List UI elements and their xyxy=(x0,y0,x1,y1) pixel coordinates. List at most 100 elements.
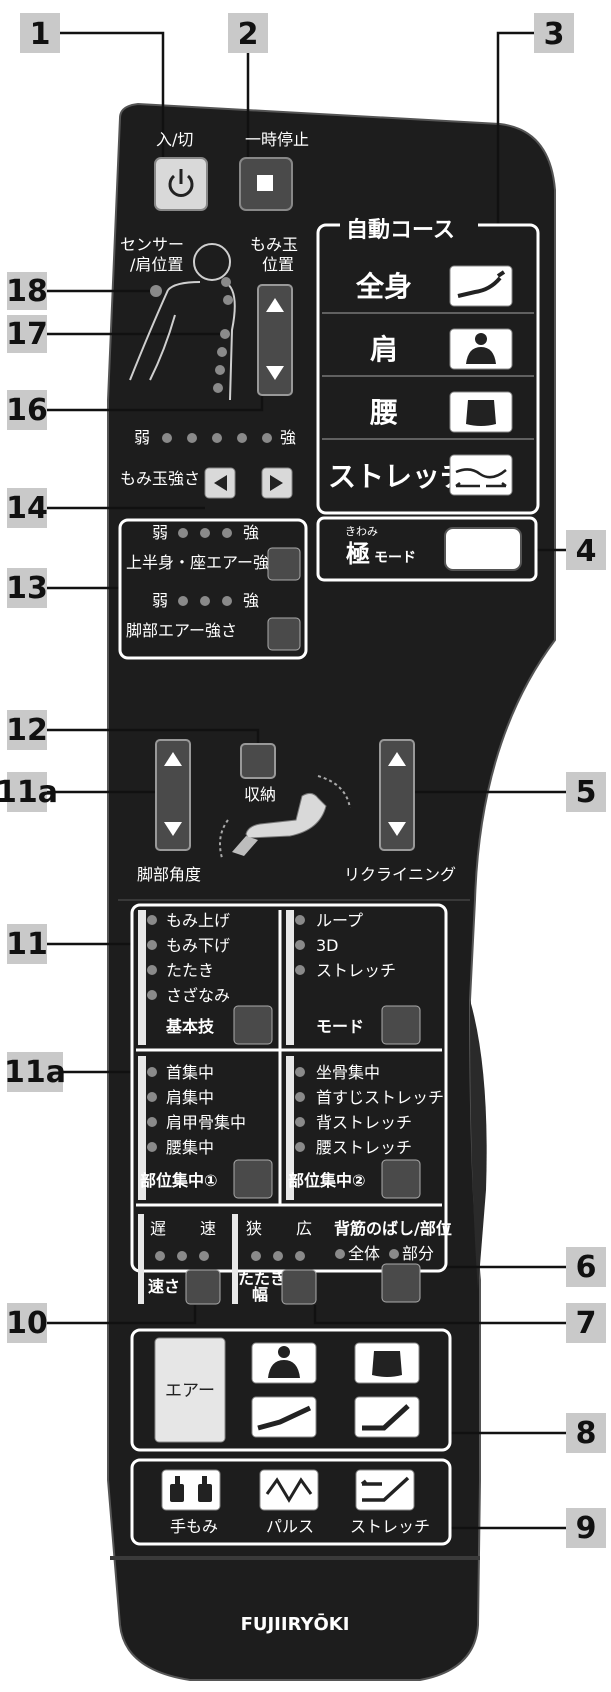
svg-text:ストレッチ: ストレッチ xyxy=(316,961,396,980)
massage-chair-icon xyxy=(219,775,351,859)
leg-angle-buttons[interactable] xyxy=(155,739,191,851)
air-button[interactable]: エアー xyxy=(154,1337,226,1443)
pulse-button[interactable] xyxy=(259,1469,319,1511)
storage-label: 収納 xyxy=(244,785,276,804)
focus1-button[interactable] xyxy=(233,1159,273,1199)
back-stretch-section: 背筋のばし/部位 全体 部分 xyxy=(334,1219,452,1263)
reclining-label: リクライニング xyxy=(344,865,456,884)
storage-button[interactable] xyxy=(240,743,276,779)
hand-massage-label: 手もみ xyxy=(170,1517,218,1536)
air-arm-button[interactable] xyxy=(251,1396,317,1438)
svg-text:首集中: 首集中 xyxy=(166,1063,214,1082)
width-section: 狭 広 たたき 幅 xyxy=(232,1214,312,1304)
svg-text:背筋のばし/部位: 背筋のばし/部位 xyxy=(334,1219,452,1238)
course-full-body-button[interactable] xyxy=(449,265,513,307)
roller-position-leds xyxy=(213,277,233,393)
callout-15: 14 xyxy=(6,488,205,528)
power-button[interactable] xyxy=(154,157,208,211)
svg-text:部位集中①: 部位集中① xyxy=(140,1171,218,1190)
course-stretch-button[interactable] xyxy=(449,454,513,496)
reclining-body-icon xyxy=(457,270,506,298)
svg-text:10: 10 xyxy=(6,1306,48,1341)
mode-list: ループ 3D ストレッチ モード xyxy=(295,911,396,1036)
air-hips-button[interactable] xyxy=(354,1342,420,1384)
svg-text:さざなみ: さざなみ xyxy=(166,986,230,1005)
callout-7: 7 xyxy=(313,1303,606,1343)
leg-air-button[interactable] xyxy=(267,617,301,651)
svg-text:腰ストレッチ: 腰ストレッチ xyxy=(316,1138,412,1157)
hand-massage-button[interactable] xyxy=(161,1469,221,1511)
svg-text:腰集中: 腰集中 xyxy=(166,1138,214,1157)
svg-text:5: 5 xyxy=(576,775,597,810)
strength-up-button[interactable] xyxy=(261,467,293,499)
svg-text:エアー: エアー xyxy=(165,1381,215,1401)
brand-logo: FUJIIRYŌKI xyxy=(241,1613,350,1635)
air-leg-button[interactable] xyxy=(354,1396,420,1438)
width-button[interactable] xyxy=(281,1269,317,1305)
kiwami-mode-button[interactable] xyxy=(444,527,522,571)
kiwami-kanji: 極 xyxy=(346,540,370,568)
callout-5: 5 xyxy=(410,772,606,812)
svg-text:基本技: 基本技 xyxy=(165,1017,215,1036)
sensor-led xyxy=(150,285,162,297)
callout-11: 11 xyxy=(6,924,135,964)
course-label-koshi: 腰 xyxy=(369,396,398,429)
callout-12: 11a xyxy=(0,772,162,812)
callout-9: 9 xyxy=(450,1508,606,1548)
auto-course-title: 自動コース xyxy=(346,217,455,243)
remote-side-shade xyxy=(470,1000,487,1290)
roller-position-buttons[interactable] xyxy=(257,284,293,396)
svg-text:背ストレッチ: 背ストレッチ xyxy=(316,1113,412,1132)
svg-text:部位集中②: 部位集中② xyxy=(288,1171,366,1190)
basic-technique-button[interactable] xyxy=(233,1005,273,1045)
svg-text:8: 8 xyxy=(576,1416,597,1451)
strength-weak: 弱 xyxy=(134,428,150,447)
strength-strong: 強 xyxy=(280,428,296,447)
back-stretch-button[interactable] xyxy=(381,1263,421,1303)
down-arrow-icon xyxy=(388,822,406,836)
svg-text:幅: 幅 xyxy=(252,1285,268,1304)
callout-11a: 11a xyxy=(4,1052,135,1092)
pulse-wave-icon xyxy=(265,1477,313,1503)
power-icon xyxy=(168,169,194,197)
course-shoulder-button[interactable] xyxy=(449,328,513,370)
speed-button[interactable] xyxy=(185,1269,221,1305)
stop-button[interactable] xyxy=(239,157,293,211)
left-arrow-icon xyxy=(214,475,227,491)
thumbs-up-icon xyxy=(170,1476,212,1502)
upper-air-button[interactable] xyxy=(267,547,301,581)
svg-text:14: 14 xyxy=(6,491,48,526)
svg-text:速さ: 速さ xyxy=(148,1277,180,1296)
stretch-button[interactable] xyxy=(355,1469,415,1511)
callout-10: 10 xyxy=(6,1303,197,1343)
svg-text:肩甲骨集中: 肩甲骨集中 xyxy=(166,1113,246,1132)
callout-3: 3 xyxy=(496,13,574,225)
svg-text:たたき: たたき xyxy=(238,1269,286,1288)
course-waist-button[interactable] xyxy=(449,391,513,433)
callout-4: 4 xyxy=(536,530,606,570)
air-shoulder-button[interactable] xyxy=(251,1342,317,1384)
stretch-label: ストレッチ xyxy=(350,1517,430,1536)
svg-text:肩集中: 肩集中 xyxy=(166,1088,214,1107)
strength-down-button[interactable] xyxy=(204,467,236,499)
course-label-kata: 肩 xyxy=(370,333,398,366)
svg-text:もみ上げ: もみ上げ xyxy=(166,911,230,930)
svg-text:強: 強 xyxy=(243,591,259,610)
svg-text:狭: 狭 xyxy=(246,1219,262,1238)
kiwami-ruby: きわみ xyxy=(345,525,378,538)
down-arrow-icon xyxy=(266,366,284,380)
svg-text:3D: 3D xyxy=(316,936,339,955)
upper-body-icon xyxy=(268,1346,300,1378)
svg-text:11: 11 xyxy=(6,927,48,962)
focus2-list: 坐骨集中 首すじストレッチ 背ストレッチ 腰ストレッチ 部位集中② xyxy=(288,1063,444,1190)
reclining-buttons[interactable] xyxy=(379,739,415,851)
mode-button[interactable] xyxy=(381,1005,421,1045)
arm-icon xyxy=(257,1405,312,1431)
callout-2: 2 xyxy=(228,13,268,168)
air-strength-panel: 弱 強 上半身・座エアー強さ 弱 強 脚部エアー強さ xyxy=(118,518,308,660)
svg-text:部分: 部分 xyxy=(402,1244,434,1263)
svg-text:ループ: ループ xyxy=(316,911,363,930)
focus2-button[interactable] xyxy=(381,1159,421,1199)
leg-icon xyxy=(362,1404,410,1431)
svg-text:11a: 11a xyxy=(4,1055,66,1090)
